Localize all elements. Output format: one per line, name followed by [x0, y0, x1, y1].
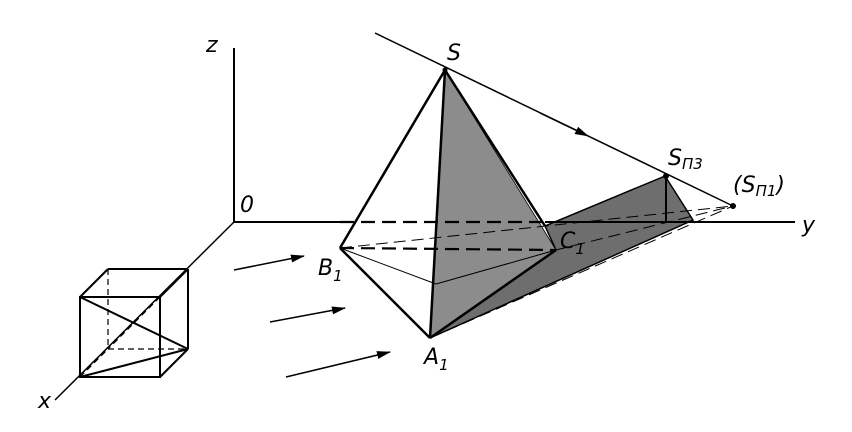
edge-b1-a1: [339, 247, 431, 339]
s-point: [442, 67, 448, 73]
label-c1-base: C: [560, 229, 576, 254]
label-a1-base: A: [422, 345, 439, 370]
base-inner-line: [435, 249, 557, 285]
label-y: y: [801, 213, 816, 238]
label-origin: 0: [240, 193, 254, 218]
s-p1-point: [730, 203, 736, 209]
base-inner-line: [339, 247, 437, 285]
label-b1-sub: 1: [333, 267, 343, 285]
label-a1-sub: 1: [439, 356, 449, 374]
edge-s-a1: [428, 69, 447, 339]
label-x: x: [37, 389, 52, 414]
s-p3-point: [663, 173, 669, 179]
label-s-p1-sub: П1: [756, 182, 777, 200]
construction-line: [339, 205, 734, 249]
label-c1-sub: 1: [575, 240, 585, 258]
label-s: S: [447, 41, 461, 66]
projection-arrow: [285, 351, 391, 378]
projection-ray-arrow: [539, 112, 589, 137]
projection-arrow: [269, 306, 346, 323]
edge-a1-c1: [429, 248, 557, 340]
orientation-cube: [79, 268, 189, 378]
label-s-p1-open: (S: [733, 173, 756, 198]
label-s-p3-sub: П3: [682, 155, 703, 173]
label-s-p3: SП3: [668, 146, 703, 173]
edge-s-c1: [443, 69, 547, 227]
label-b1-base: B: [318, 256, 333, 281]
label-s-p1-close: ): [774, 173, 785, 198]
label-a1: A1: [422, 345, 449, 374]
projection-arrow: [233, 254, 305, 271]
label-s-p3-base: S: [668, 146, 682, 171]
x-axis: [54, 221, 235, 401]
label-s-p1: (SП1): [733, 173, 785, 200]
construction-line: [555, 205, 734, 251]
construction-line: [429, 205, 734, 339]
label-b1: B1: [318, 256, 343, 285]
label-z: z: [205, 33, 218, 58]
edge-s-b1: [338, 69, 447, 249]
label-c1: C1: [560, 229, 585, 258]
hidden-edge-b1-c1: [339, 246, 557, 252]
